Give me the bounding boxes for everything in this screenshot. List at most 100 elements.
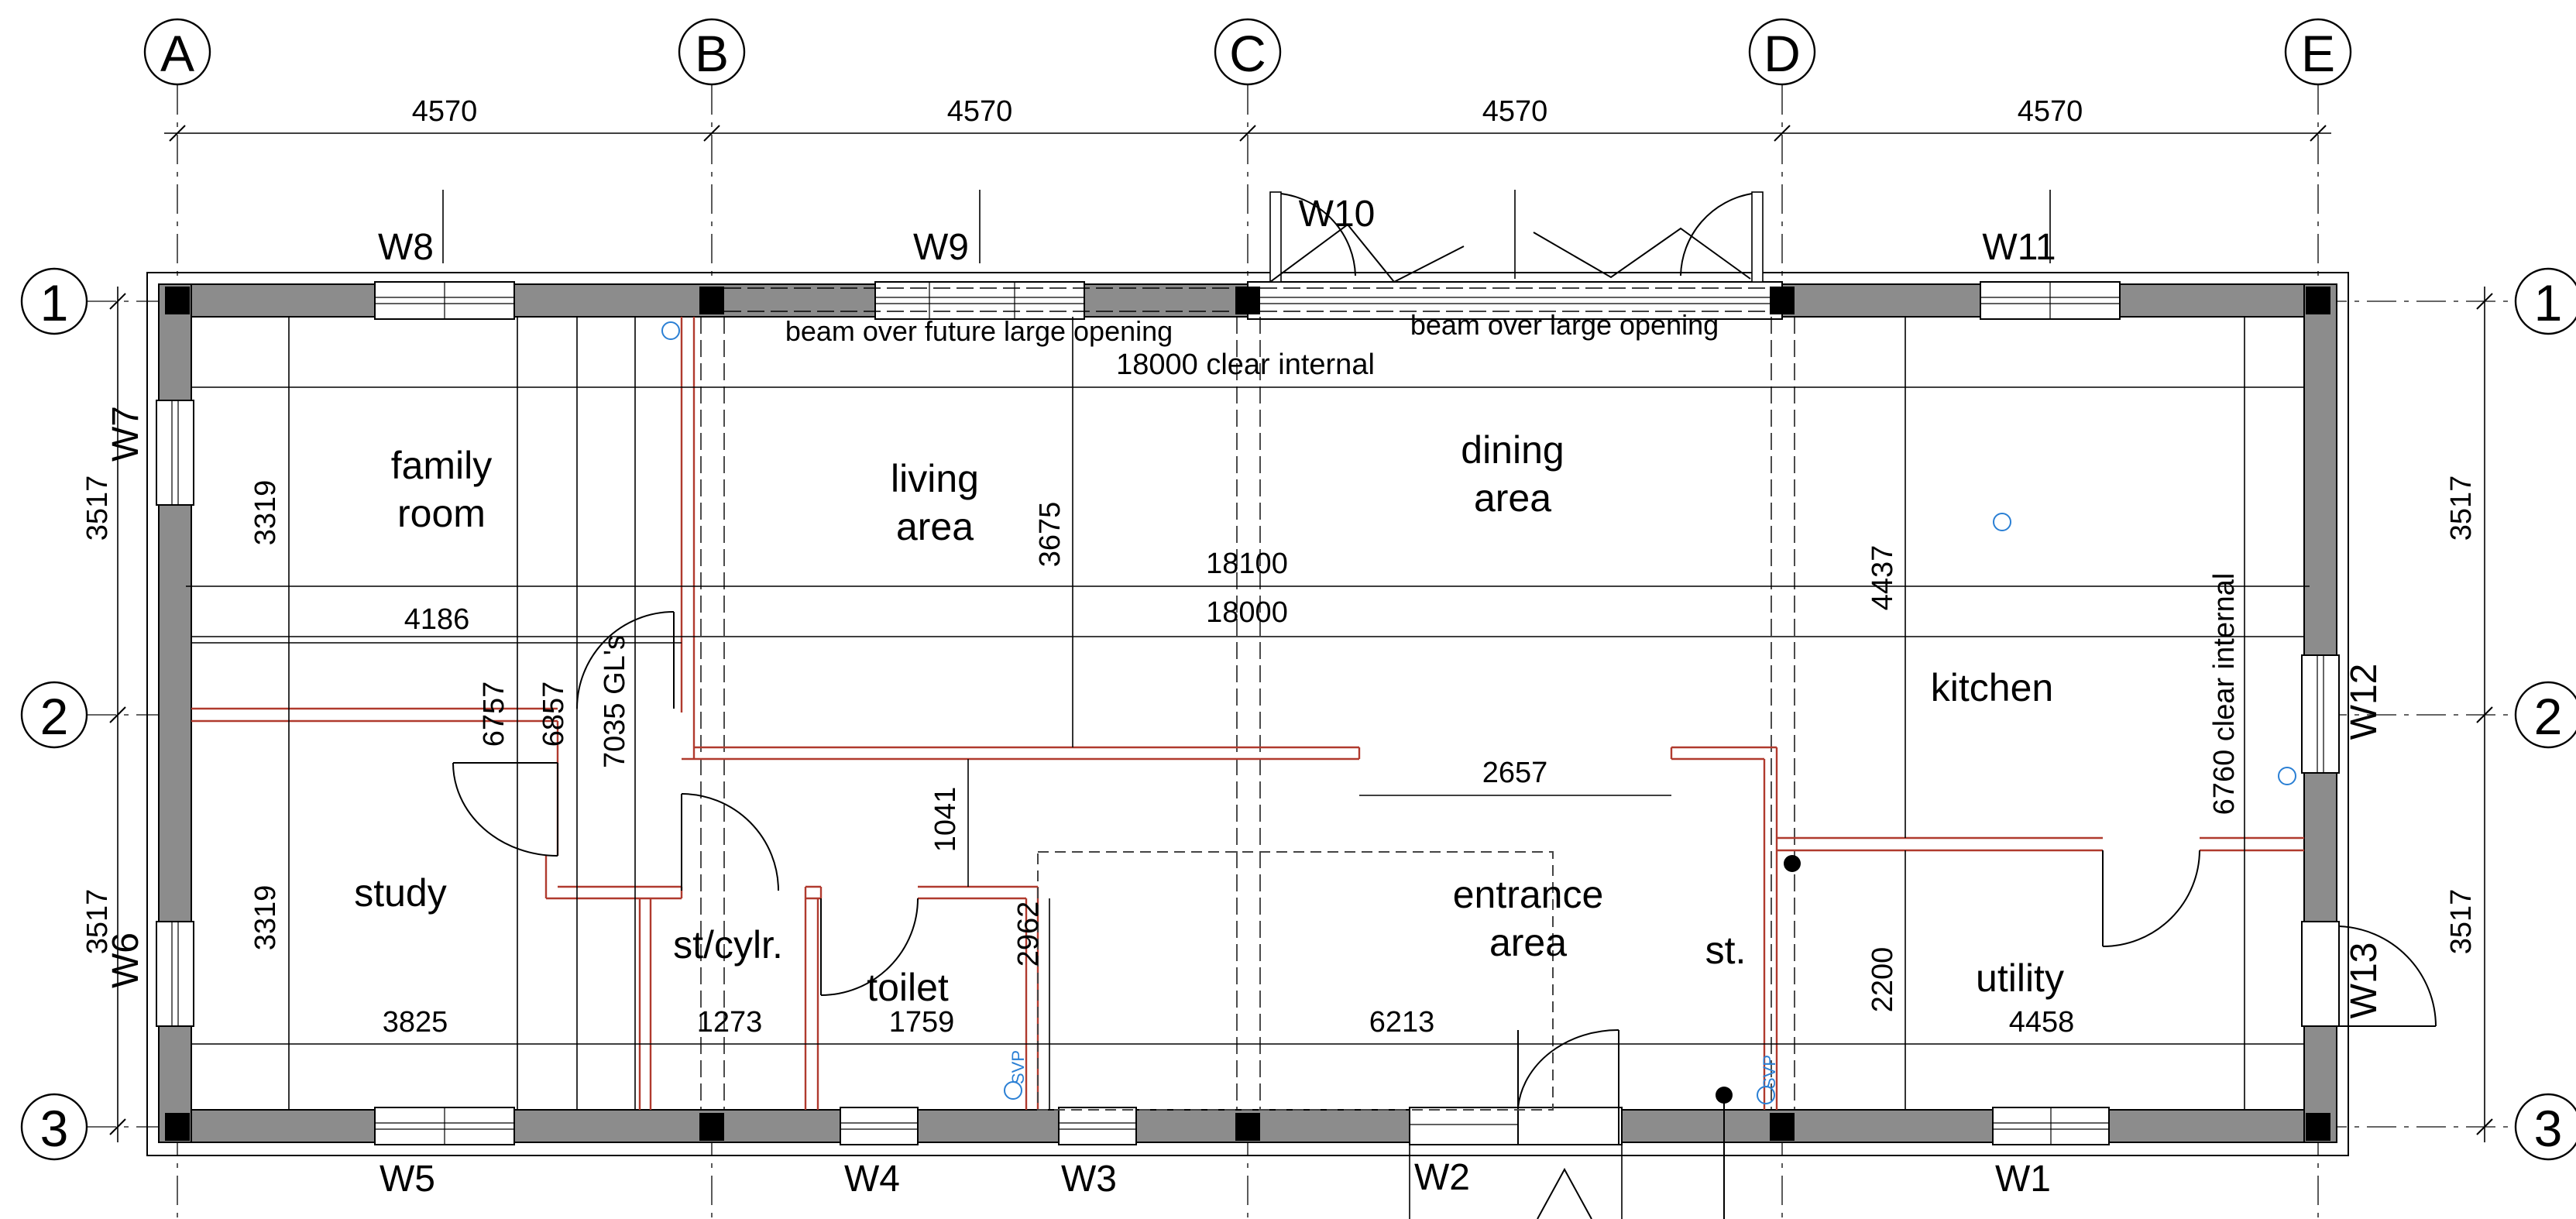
grid-bubble-2-right: 2 [2514, 681, 2576, 749]
svg-text:7035 GL's: 7035 GL's [599, 635, 631, 768]
svg-text:4458: 4458 [2009, 1006, 2075, 1039]
svg-text:2962: 2962 [1012, 901, 1045, 967]
dim-top-de: 4570 [2018, 95, 2083, 128]
beam-large-note: beam over large opening [1410, 309, 1719, 341]
svg-text:W4: W4 [844, 1159, 900, 1200]
svg-text:6213: 6213 [1369, 1006, 1435, 1039]
svg-text:E: E [2301, 25, 2335, 82]
grid-bubble-3-left: 3 [20, 1093, 88, 1161]
internal-doors [452, 611, 2200, 996]
room-label-utility: utility [1976, 956, 2064, 1000]
grid-bubble-b: B [678, 18, 746, 86]
dim-right-23: 3517 [2445, 889, 2478, 955]
svg-text:W9: W9 [913, 227, 969, 268]
dim-left-23: 3517 [81, 889, 114, 955]
svg-text:A: A [160, 25, 194, 82]
top-dimension-string: 4570 4570 4570 4570 [164, 95, 2331, 142]
svg-text:18000: 18000 [1206, 596, 1288, 629]
svg-text:W13: W13 [2344, 943, 2385, 1019]
svg-text:3319: 3319 [249, 885, 282, 951]
svg-text:entrance: entrance [1453, 873, 1604, 916]
svg-text:SVP: SVP [1008, 1050, 1028, 1084]
svg-text:1759: 1759 [889, 1006, 955, 1039]
svg-text:2: 2 [40, 688, 69, 745]
room-label-living-area: living area [891, 457, 979, 548]
svg-text:1: 1 [40, 274, 69, 331]
svg-text:W2: W2 [1414, 1157, 1470, 1198]
svg-text:dining: dining [1461, 428, 1564, 472]
room-label-study: study [354, 871, 447, 915]
svg-text:18100: 18100 [1206, 548, 1288, 580]
window-w13-door: W13 [2301, 921, 2437, 1027]
downpipe-markers [1716, 855, 1801, 1219]
svg-text:family: family [391, 444, 493, 487]
beam-future-note: beam over future large opening [785, 315, 1173, 347]
svp-symbols: SVP SVP [661, 321, 2296, 1104]
external-walls [146, 272, 2349, 1156]
grid-bubble-2-left: 2 [20, 681, 88, 749]
room-label-family-room: family room [391, 444, 493, 535]
svg-text:D: D [1764, 25, 1801, 82]
svg-text:W6: W6 [105, 932, 146, 988]
room-label-dining-area: dining area [1461, 428, 1564, 520]
svg-text:living: living [891, 457, 979, 500]
svg-text:3825: 3825 [383, 1006, 448, 1039]
svg-text:W5: W5 [380, 1159, 435, 1200]
window-w6: W6 [105, 921, 194, 1027]
internal-partitions [191, 317, 2304, 1110]
window-w8: W8 [374, 190, 515, 320]
svg-text:3: 3 [40, 1100, 69, 1157]
window-w12: W12 [2301, 654, 2385, 774]
dim-top-ab: 4570 [412, 95, 478, 128]
dim-top-cd: 4570 [1482, 95, 1548, 128]
svg-text:6757: 6757 [478, 682, 510, 747]
grid-bubble-1-right: 1 [2514, 267, 2576, 335]
svg-text:2: 2 [2534, 688, 2563, 745]
grid-bubble-3-right: 3 [2514, 1093, 2576, 1161]
window-w3: W3 [1058, 1107, 1137, 1200]
svg-text:W11: W11 [1982, 227, 2056, 268]
room-label-kitchen: kitchen [1931, 666, 2053, 709]
left-dimension-string: 3517 3517 [81, 287, 126, 1142]
svg-text:6760 clear internal: 6760 clear internal [2208, 573, 2241, 816]
grid-bubble-1-left: 1 [20, 267, 88, 335]
window-w1: W1 [1992, 1107, 2110, 1200]
room-label-st-cylr: st/cylr. [673, 923, 783, 967]
room-label-store: st. [1705, 929, 1747, 972]
svg-text:W10: W10 [1299, 194, 1376, 235]
svg-text:W3: W3 [1061, 1159, 1117, 1200]
svg-text:2657: 2657 [1482, 757, 1548, 789]
right-dimension-string: 3517 3517 [2445, 287, 2493, 1142]
entrance-dashed-zone [1037, 851, 1554, 1111]
window-w11: W11 [1980, 190, 2121, 320]
svg-text:1: 1 [2534, 274, 2563, 331]
svg-text:C: C [1229, 25, 1266, 82]
svg-text:area: area [1474, 476, 1551, 520]
svg-text:room: room [397, 492, 486, 535]
dim-top-bc: 4570 [947, 95, 1013, 128]
dim-left-12: 3517 [81, 476, 114, 541]
svg-text:3: 3 [2534, 1100, 2563, 1157]
svg-text:W12: W12 [2344, 664, 2385, 740]
window-w10-bifold: W10 [1247, 190, 1783, 320]
svg-text:6857: 6857 [538, 682, 570, 747]
svg-text:4437: 4437 [1867, 545, 1899, 611]
grid-bubble-c: C [1214, 18, 1282, 86]
structural-columns [165, 287, 2330, 1141]
room-label-entrance-area: entrance area [1453, 873, 1604, 964]
svg-text:area: area [1489, 921, 1567, 964]
hidden-beams [700, 287, 1795, 1110]
grid-bubble-e: E [2284, 18, 2352, 86]
svg-text:3675: 3675 [1034, 502, 1066, 568]
window-w2-entrance-door: W2 [1409, 1028, 1623, 1219]
svg-text:2200: 2200 [1867, 947, 1899, 1013]
svg-text:18000 clear internal: 18000 clear internal [1116, 349, 1375, 381]
svg-text:1041: 1041 [929, 787, 962, 853]
room-label-toilet: toilet [867, 966, 949, 1009]
svg-text:3319: 3319 [249, 480, 282, 546]
svg-text:W8: W8 [378, 227, 434, 268]
grid-bubble-d: D [1748, 18, 1816, 86]
internal-dimensions: 18000 clear internal 18100 18000 4186 33… [186, 317, 2310, 1110]
svg-text:1273: 1273 [697, 1006, 763, 1039]
